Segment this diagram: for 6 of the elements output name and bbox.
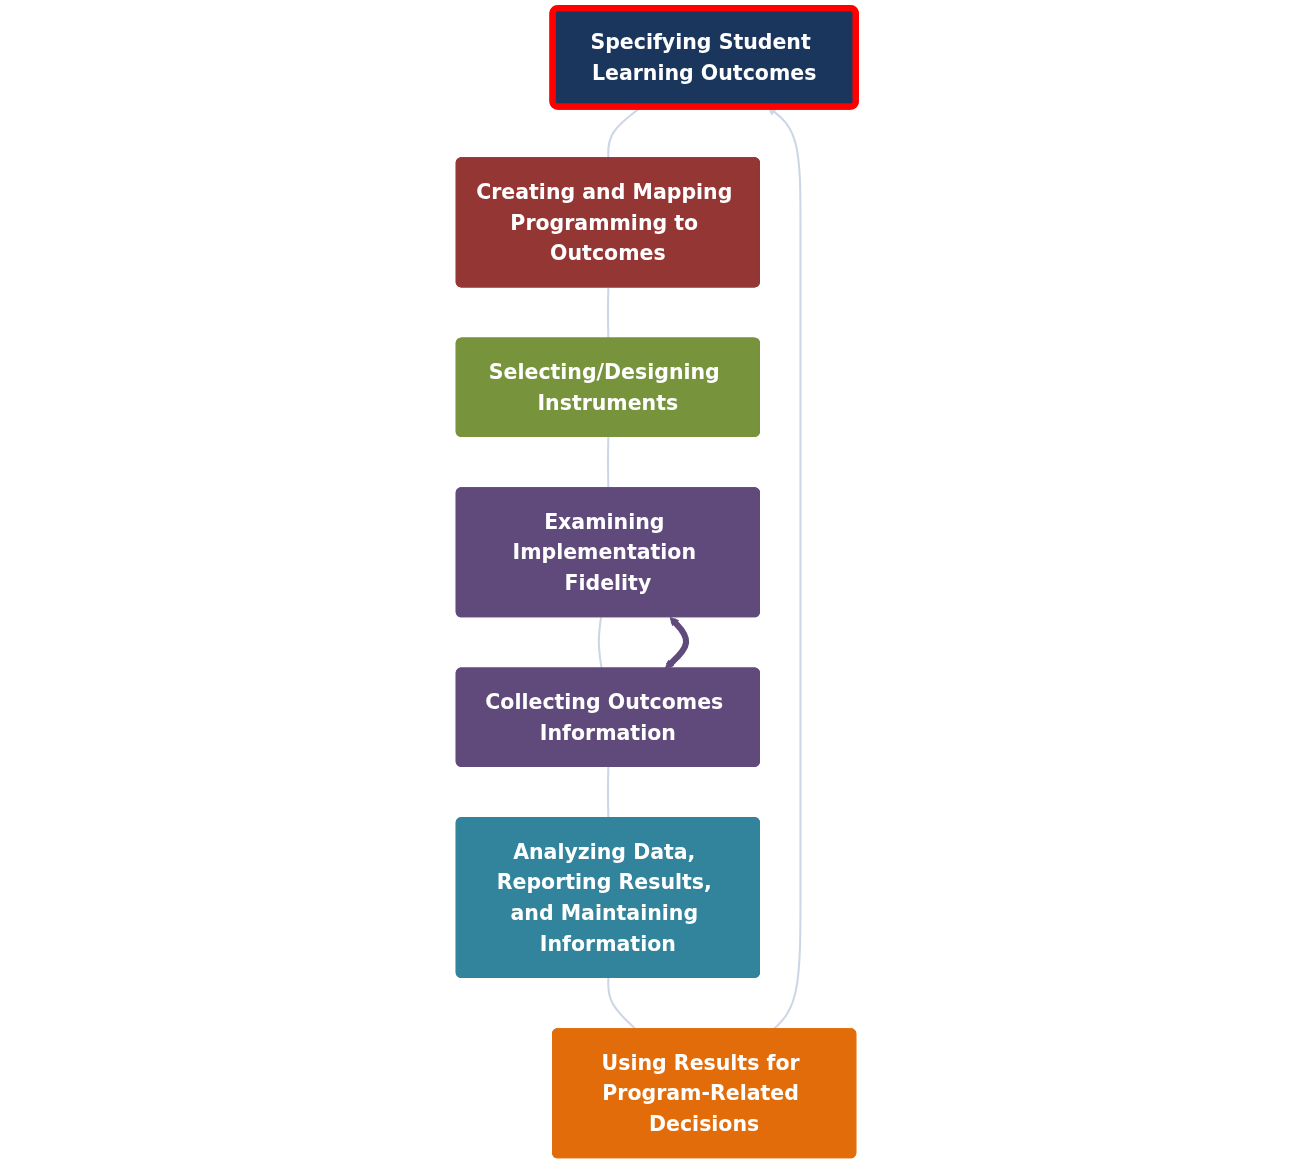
arrow bbox=[664, 616, 690, 669]
connector bbox=[607, 766, 610, 819]
connector bbox=[597, 617, 603, 669]
connector bbox=[607, 287, 610, 339]
connector bbox=[607, 977, 637, 1030]
connector bbox=[607, 436, 610, 489]
